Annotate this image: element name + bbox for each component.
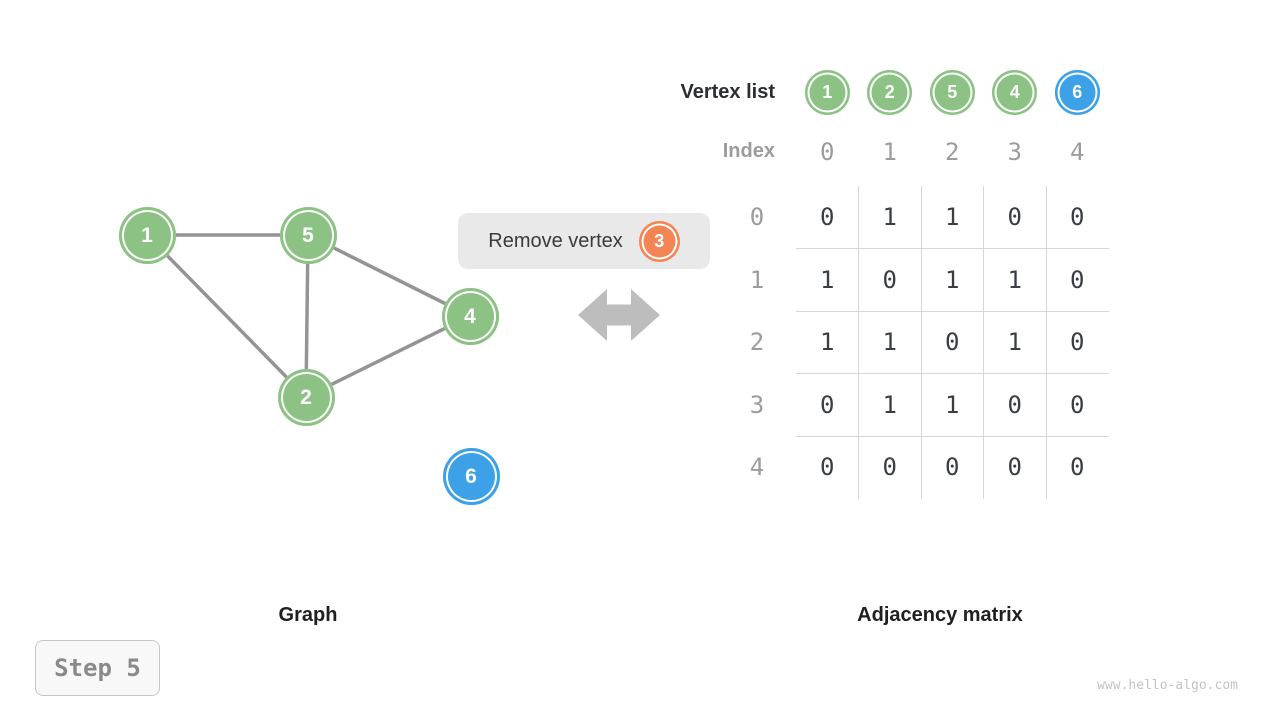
graph-node-4: 4 [441, 287, 499, 345]
remove-vertex-button[interactable]: Remove vertex 3 [458, 213, 710, 269]
graph-edge-2-4 [305, 314, 471, 399]
matrix-cell-4-1: 0 [882, 453, 897, 481]
matrix-cell-0-3: 0 [1007, 203, 1022, 231]
matrix-cell-4-4: 0 [1070, 453, 1085, 481]
graph-node-5: 5 [279, 206, 337, 264]
matrix-cell-3-3: 0 [1007, 390, 1022, 419]
matrix-cell-2-0: 1 [820, 328, 835, 356]
matrix-cell-2-4: 0 [1070, 328, 1085, 356]
matrix-cell-2-1: 1 [882, 328, 897, 356]
matrix-cell-4-2: 0 [945, 453, 960, 481]
matrix-gridline-vertical-2 [920, 186, 922, 499]
graph-edge-5-4 [307, 233, 471, 318]
vertex-list-circle-2: 2 [867, 69, 913, 115]
matrix-row-label-4: 4 [749, 453, 765, 482]
matrix-row-label-1: 1 [749, 265, 765, 294]
matrix-row-label-2: 2 [749, 328, 765, 357]
matrix-cell-3-4: 0 [1070, 390, 1085, 419]
matrix-cell-0-1: 1 [882, 203, 897, 231]
matrix-gridline-vertical-1 [858, 186, 859, 499]
index-value-2: 2 [945, 138, 960, 166]
swap-arrow-icon [578, 289, 660, 341]
graph-node-1: 1 [118, 206, 176, 264]
matrix-gridline-vertical-3 [983, 186, 984, 499]
matrix-cell-4-3: 0 [1007, 453, 1022, 481]
watermark: www.hello-algo.com [1097, 678, 1238, 693]
matrix-row-label-0: 0 [749, 203, 765, 232]
matrix-cell-2-2: 0 [945, 328, 960, 356]
graph-edge-1-2 [145, 233, 308, 399]
index-value-3: 3 [1007, 138, 1022, 166]
step-badge: Step 5 [35, 640, 160, 696]
matrix-gridline-horizontal-4 [796, 435, 1109, 437]
graph-node-6: 6 [442, 447, 500, 505]
matrix-gridline-vertical-4 [1045, 186, 1047, 499]
matrix-cell-1-2: 1 [945, 265, 960, 294]
adjacency-matrix-caption: Adjacency matrix [857, 604, 1023, 626]
matrix-gridline-horizontal-2 [796, 310, 1109, 312]
index-value-1: 1 [882, 138, 897, 166]
matrix-row-label-3: 3 [749, 390, 765, 419]
matrix-cell-3-1: 1 [882, 390, 897, 419]
matrix-cell-0-4: 0 [1070, 203, 1085, 231]
matrix-cell-1-1: 0 [882, 265, 897, 294]
matrix-cell-1-3: 1 [1007, 265, 1022, 294]
graph-caption: Graph [278, 604, 338, 626]
matrix-cell-1-0: 1 [820, 265, 835, 294]
matrix-gridline-horizontal-1 [796, 248, 1109, 249]
graph-node-2: 2 [277, 368, 335, 426]
matrix-cell-2-3: 1 [1007, 328, 1022, 356]
vertex-list-circle-4: 4 [992, 69, 1038, 115]
vertex-list-label: Vertex list [680, 81, 775, 103]
index-value-0: 0 [820, 138, 835, 166]
matrix-cell-3-2: 1 [945, 390, 960, 419]
index-label: Index [722, 140, 775, 162]
remove-vertex-label: Remove vertex [488, 229, 623, 252]
matrix-cell-0-0: 0 [820, 203, 835, 231]
matrix-cell-0-2: 1 [945, 203, 960, 231]
vertex-list-circle-6: 6 [1054, 69, 1100, 115]
vertex-list-circle-1: 1 [804, 69, 850, 115]
index-value-4: 4 [1070, 138, 1085, 166]
matrix-cell-4-0: 0 [820, 453, 835, 481]
removed-vertex-circle: 3 [638, 220, 680, 262]
matrix-cell-3-0: 0 [820, 390, 835, 419]
matrix-cell-1-4: 0 [1070, 265, 1085, 294]
matrix-gridline-horizontal-3 [796, 373, 1109, 374]
vertex-list-circle-5: 5 [929, 69, 975, 115]
